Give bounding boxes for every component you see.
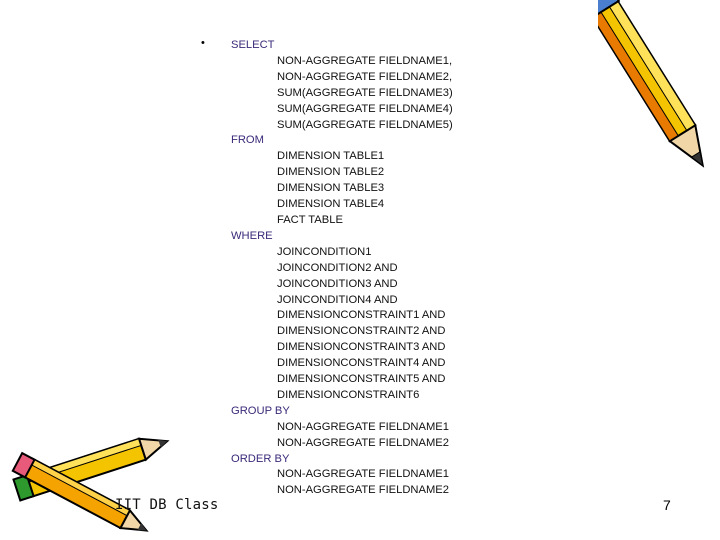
sql-select-item: NON-AGGREGATE FIELDNAME1, [277, 54, 453, 67]
sql-groupby-item: NON-AGGREGATE FIELDNAME2 [277, 436, 449, 449]
sql-orderby-item: NON-AGGREGATE FIELDNAME1 [277, 468, 449, 481]
sql-from-item: DIMENSION TABLE2 [277, 166, 385, 179]
pencil-icon [598, 0, 705, 168]
sql-from-item: FACT TABLE [277, 213, 343, 226]
sql-query-block: SELECT NON-AGGREGATE FIELDNAME1, NON-AGG… [231, 38, 453, 499]
bullet-marker: • [201, 37, 205, 49]
sql-select-item: NON-AGGREGATE FIELDNAME2, [277, 70, 453, 83]
sql-keyword-group-by: GROUP BY [231, 404, 290, 417]
sql-where-item: DIMENSIONCONSTRAINT3 AND [277, 341, 446, 354]
sql-where-item: DIMENSIONCONSTRAINT2 AND [277, 325, 446, 338]
sql-select-item: SUM(AGGREGATE FIELDNAME4) [277, 102, 453, 115]
sql-from-item: DIMENSION TABLE1 [277, 150, 385, 163]
sql-select-item: SUM(AGGREGATE FIELDNAME3) [277, 86, 453, 99]
sql-from-item: DIMENSION TABLE3 [277, 182, 385, 195]
sql-keyword-select: SELECT [231, 39, 275, 51]
sql-from-item: DIMENSION TABLE4 [277, 198, 385, 211]
sql-orderby-item: NON-AGGREGATE FIELDNAME2 [277, 484, 449, 497]
sql-select-item: SUM(AGGREGATE FIELDNAME5) [277, 118, 453, 131]
sql-groupby-item: NON-AGGREGATE FIELDNAME1 [277, 420, 449, 433]
sql-where-item: DIMENSIONCONSTRAINT1 AND [277, 309, 446, 322]
pencils-icon [11, 437, 170, 532]
sql-keyword-from: FROM [231, 134, 264, 147]
page-number: 7 [663, 497, 671, 513]
sql-keyword-order-by: ORDER BY [231, 452, 290, 465]
sql-where-item: DIMENSIONCONSTRAINT4 AND [277, 357, 446, 370]
sql-where-item: JOINCONDITION1 [277, 245, 372, 258]
footer-course-label: IIT DB Class [115, 497, 219, 513]
sql-keyword-where: WHERE [231, 229, 273, 242]
sql-where-item: DIMENSIONCONSTRAINT5 AND [277, 373, 446, 386]
sql-where-item: JOINCONDITION2 AND [277, 261, 398, 274]
sql-where-item: JOINCONDITION3 AND [277, 277, 398, 290]
sql-where-item: JOINCONDITION4 AND [277, 293, 398, 306]
sql-where-item: DIMENSIONCONSTRAINT6 [277, 388, 420, 401]
